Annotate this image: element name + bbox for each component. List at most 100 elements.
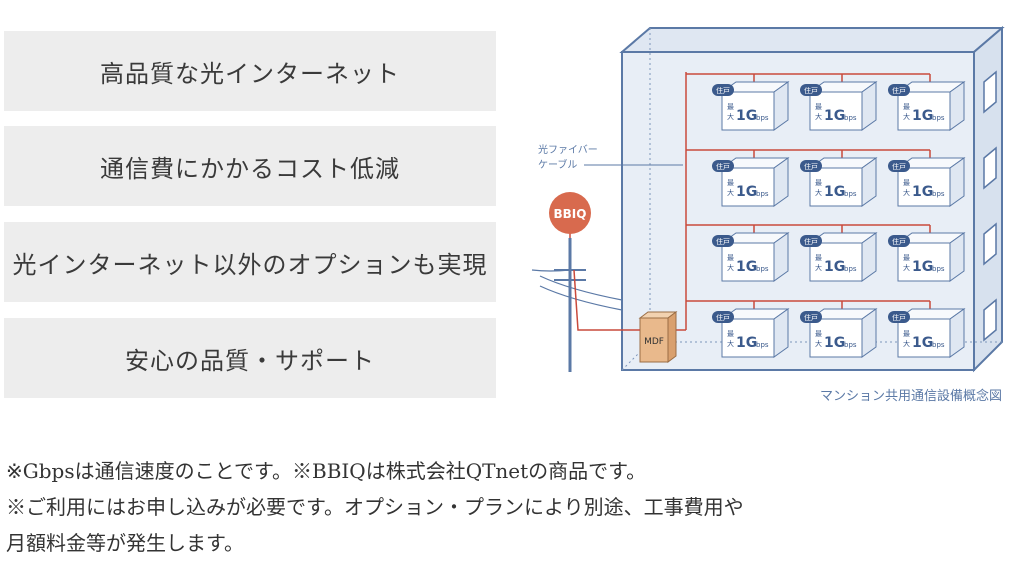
unit-max-label-2: 大: [903, 339, 910, 348]
unit-max-label-2: 大: [727, 339, 734, 348]
unit-tag-label: 住戸: [804, 86, 818, 95]
unit-max-label-2: 大: [815, 188, 822, 197]
unit-max-label: 最: [903, 254, 910, 262]
unit-speed: 1G: [912, 184, 933, 200]
unit-tag: 住戸: [712, 235, 734, 247]
footnote-1: ※Gbpsは通信速度のことです。※BBIQは株式会社QTnetの商品です。: [6, 459, 647, 483]
unit-speed-unit: bps: [932, 265, 945, 273]
feature-item-cost: 通信費にかかるコスト低減: [4, 126, 496, 206]
unit-speed: 1G: [912, 335, 933, 351]
unit-tag: 住戸: [800, 160, 822, 172]
fiber-cable-label-2: ケーブル: [538, 158, 577, 171]
unit-tag: 住戸: [888, 235, 910, 247]
unit-speed: 1G: [912, 108, 933, 124]
unit-max-label: 最: [815, 103, 822, 111]
unit-tag-label: 住戸: [716, 162, 730, 171]
mdf-box: MDF: [638, 311, 678, 363]
feature-label: 光インターネット以外のオプションも実現: [12, 250, 488, 279]
unit-speed-unit: bps: [932, 190, 945, 198]
feature-label: 安心の品質・サポート: [125, 346, 375, 375]
unit-tag: 住戸: [712, 160, 734, 172]
bbiq-badge: BBIQ: [549, 192, 591, 234]
unit-max-label-2: 大: [815, 263, 822, 272]
unit-speed: 1G: [736, 108, 757, 124]
unit-speed: 1G: [824, 259, 845, 275]
unit-max-label: 最: [727, 254, 734, 262]
unit-speed-unit: bps: [844, 190, 857, 198]
unit-max-label: 最: [903, 179, 910, 187]
utility-pole: [531, 218, 623, 372]
unit-max-label: 最: [903, 330, 910, 338]
bbiq-label: BBIQ: [554, 207, 587, 221]
unit-tag: 住戸: [712, 311, 734, 323]
feature-label: 高品質な光インターネット: [100, 59, 400, 88]
unit-speed: 1G: [736, 335, 757, 351]
unit-speed: 1G: [824, 108, 845, 124]
unit-tag: 住戸: [800, 84, 822, 96]
footnote-2: ※ご利用にはお申し込みが必要です。オプション・プランにより別途、工事費用や: [6, 495, 744, 519]
unit-tag-label: 住戸: [716, 237, 730, 246]
unit-tag-label: 住戸: [716, 313, 730, 322]
unit-tag-label: 住戸: [892, 86, 906, 95]
unit-max-label-2: 大: [903, 112, 910, 121]
unit-tag-label: 住戸: [892, 237, 906, 246]
unit-speed-unit: bps: [756, 190, 769, 198]
unit-max-label: 最: [815, 254, 822, 262]
mdf-label: MDF: [644, 337, 664, 347]
unit-max-label: 最: [727, 103, 734, 111]
unit-tag: 住戸: [888, 84, 910, 96]
unit-speed-unit: bps: [756, 114, 769, 122]
building-roof: [619, 27, 1005, 53]
unit-max-label-2: 大: [815, 339, 822, 348]
feature-item-support: 安心の品質・サポート: [4, 318, 496, 398]
unit-max-label: 最: [727, 330, 734, 338]
feature-label: 通信費にかかるコスト低減: [100, 154, 400, 183]
side-windows: [983, 70, 997, 342]
feature-item-options: 光インターネット以外のオプションも実現: [4, 222, 496, 302]
footnote-3: 月額料金等が発生します。: [6, 531, 244, 555]
unit-max-label-2: 大: [815, 112, 822, 121]
unit-max-label-2: 大: [727, 112, 734, 121]
feature-item-internet: 高品質な光インターネット: [4, 31, 496, 111]
unit-tag-label: 住戸: [892, 313, 906, 322]
unit-speed: 1G: [736, 259, 757, 275]
unit-tag-label: 住戸: [804, 162, 818, 171]
unit-max-label: 最: [815, 179, 822, 187]
unit-max-label: 最: [903, 103, 910, 111]
unit-speed-unit: bps: [932, 341, 945, 349]
unit-tag: 住戸: [800, 311, 822, 323]
unit-speed-unit: bps: [844, 114, 857, 122]
diagram-caption: マンション共用通信設備概念図: [820, 388, 1002, 404]
unit-speed-unit: bps: [844, 341, 857, 349]
unit-max-label-2: 大: [727, 188, 734, 197]
unit-speed-unit: bps: [756, 341, 769, 349]
unit-tag: 住戸: [800, 235, 822, 247]
unit-max-label: 最: [727, 179, 734, 187]
unit-tag-label: 住戸: [716, 86, 730, 95]
unit-speed-unit: bps: [844, 265, 857, 273]
unit-max-label-2: 大: [903, 188, 910, 197]
unit-max-label-2: 大: [903, 263, 910, 272]
unit-speed-unit: bps: [932, 114, 945, 122]
unit-tag-label: 住戸: [804, 237, 818, 246]
unit-speed: 1G: [736, 184, 757, 200]
unit-max-label: 最: [815, 330, 822, 338]
unit-max-label-2: 大: [727, 263, 734, 272]
fiber-cable-label: 光ファイバー: [538, 143, 598, 156]
unit-speed-unit: bps: [756, 265, 769, 273]
unit-tag-label: 住戸: [892, 162, 906, 171]
